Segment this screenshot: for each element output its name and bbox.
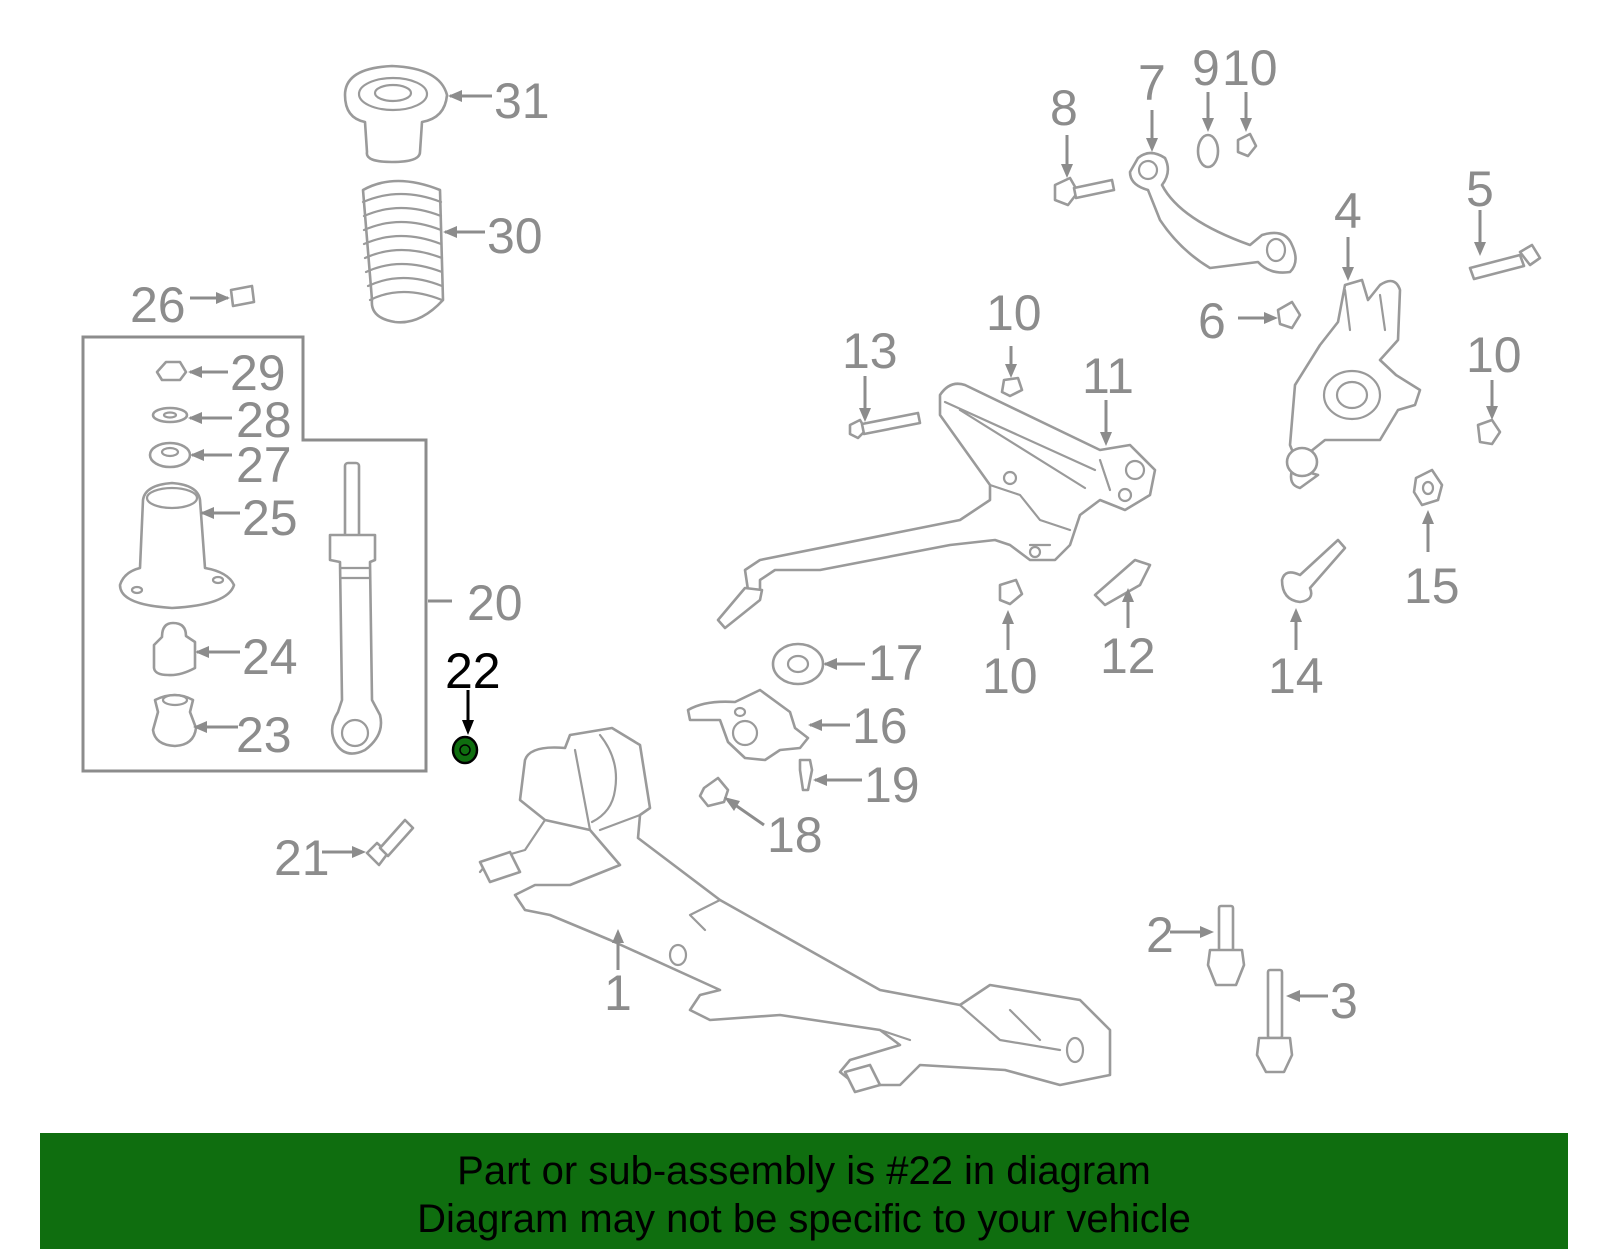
part-10-nut-b xyxy=(998,578,1024,606)
part-7-upper-arm xyxy=(1128,151,1297,274)
banner-line-1: Part or sub-assembly is #22 in diagram xyxy=(457,1149,1151,1193)
part-15-nut xyxy=(1412,468,1444,507)
part-10-nut-d xyxy=(1476,418,1502,446)
callout-19: 19 xyxy=(864,757,920,813)
callout-13: 13 xyxy=(842,323,898,379)
part-8-bolt xyxy=(1053,176,1116,207)
part-10-nut-c xyxy=(1236,132,1258,158)
callout-18: 18 xyxy=(767,807,823,863)
callout-1: 1 xyxy=(604,965,632,1021)
part-30-coil-spring xyxy=(361,179,445,324)
callout-21: 21 xyxy=(274,830,330,886)
callout-11: 11 xyxy=(1082,348,1134,404)
callout-6: 6 xyxy=(1198,293,1226,349)
part-2-bolt xyxy=(1206,904,1246,987)
callout-10-a: 10 xyxy=(986,285,1042,341)
part-4-steering-knuckle xyxy=(1285,278,1422,490)
callout-3: 3 xyxy=(1330,973,1358,1029)
callout-9: 9 xyxy=(1192,40,1220,96)
callout-24: 24 xyxy=(242,629,298,685)
callout-29: 29 xyxy=(230,345,286,401)
part-6-nut xyxy=(1276,300,1302,330)
part-26-nut xyxy=(229,284,256,308)
callout-7: 7 xyxy=(1138,55,1166,111)
part-20-shock-absorber xyxy=(328,461,383,755)
part-31-spring-upper-mount xyxy=(343,64,449,164)
callout-10-d: 10 xyxy=(1466,327,1522,383)
part-3-bolt xyxy=(1255,968,1294,1074)
callout-8: 8 xyxy=(1050,80,1078,136)
part-10-nut-a xyxy=(1000,376,1024,398)
part-28-washer xyxy=(151,406,189,424)
callout-27: 27 xyxy=(236,437,292,493)
part-17-washer xyxy=(771,642,825,686)
banner-line-2: Diagram may not be specific to your vehi… xyxy=(417,1197,1191,1241)
part-27-cushion xyxy=(148,441,192,469)
callout-2: 2 xyxy=(1146,907,1174,963)
callout-20: 20 xyxy=(467,575,523,631)
callout-26: 26 xyxy=(130,277,186,333)
callout-10-b: 10 xyxy=(982,648,1038,704)
callout-17: 17 xyxy=(868,635,924,691)
part-29-nut xyxy=(155,360,188,382)
shock-assembly-group-box xyxy=(81,335,428,773)
callout-23: 23 xyxy=(236,707,292,763)
part-24-bump-stopper xyxy=(152,621,197,677)
part-info-banner: Part or sub-assembly is #22 in diagram D… xyxy=(40,1133,1568,1249)
callout-16: 16 xyxy=(852,698,908,754)
part-16-bracket xyxy=(686,688,810,762)
callout-28: 28 xyxy=(236,392,292,448)
callout-15: 15 xyxy=(1404,558,1460,614)
callout-5: 5 xyxy=(1466,161,1494,217)
callout-22[interactable]: 22 xyxy=(445,643,501,699)
part-1-suspension-crossmember xyxy=(478,726,1112,1094)
part-5-bolt xyxy=(1468,243,1542,281)
callout-14: 14 xyxy=(1268,648,1324,704)
callout-4: 4 xyxy=(1334,183,1362,239)
callout-25: 25 xyxy=(242,490,298,546)
part-25-shock-support xyxy=(118,481,236,610)
callout-10-c: 10 xyxy=(1222,40,1278,96)
callout-31: 31 xyxy=(494,73,550,129)
part-14-cam-bolt xyxy=(1280,538,1347,604)
part-9-washer xyxy=(1196,133,1220,169)
part-23-insulator xyxy=(151,693,198,748)
part-18-nut xyxy=(698,776,730,808)
callout-30: 30 xyxy=(487,208,543,264)
part-22-nut-highlighted[interactable] xyxy=(451,735,479,765)
part-13-bolt xyxy=(848,411,922,440)
part-19-bolt xyxy=(798,758,814,792)
part-21-bolt xyxy=(365,818,415,867)
part-11-lower-control-arm xyxy=(716,382,1157,630)
callout-12: 12 xyxy=(1100,628,1156,684)
part-12-bracket xyxy=(1093,558,1152,607)
